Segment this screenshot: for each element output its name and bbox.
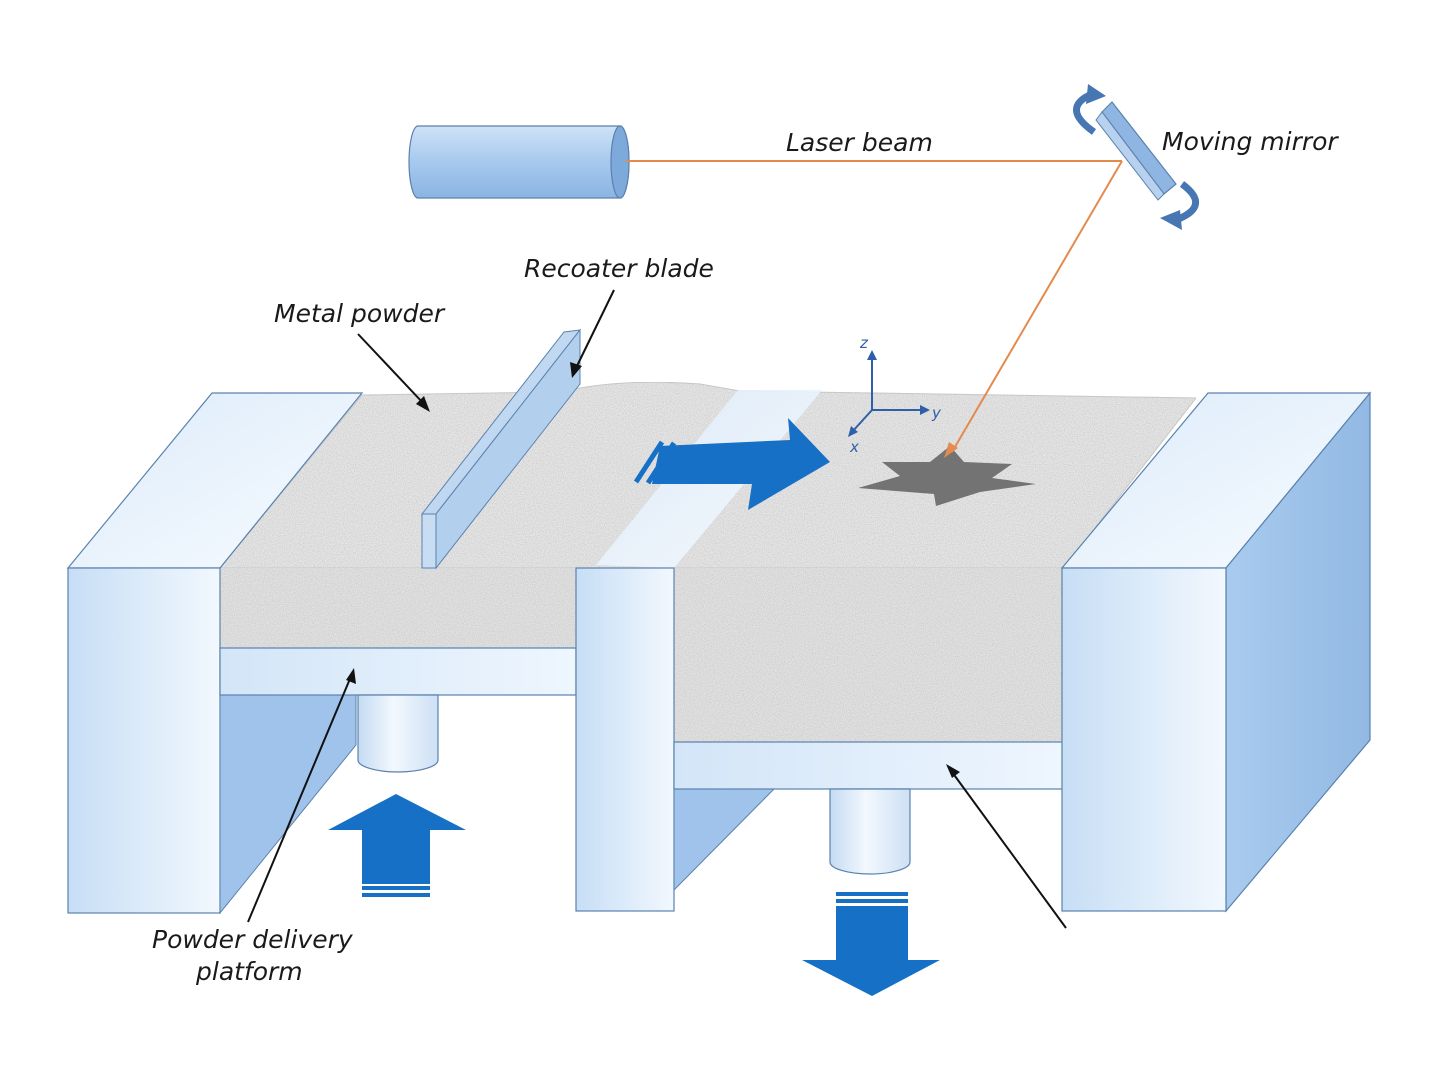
middle-wall (575, 567, 675, 912)
arrow-up-icon (328, 794, 466, 897)
right-wall-front (1061, 567, 1227, 912)
recoater-blade-face (421, 513, 437, 569)
delivery-platform (219, 647, 577, 696)
build-chamber-inner (673, 787, 777, 892)
laser-beam-label: Laser beam (786, 128, 933, 157)
delivery-piston (357, 694, 439, 773)
build-powder-front (674, 568, 1064, 742)
axis-y-label: y (931, 404, 942, 422)
middle-wall-front (575, 567, 675, 912)
laser-cylinder-icon (408, 125, 630, 199)
build-platform (673, 741, 1065, 790)
arrow-right-icon (633, 418, 830, 510)
moving-mirror-label: Moving mirror (1162, 127, 1339, 156)
left-wall-front (67, 567, 221, 914)
axis-x-label: x (849, 438, 859, 456)
leader-lines (247, 289, 1067, 929)
delivery-powder-front (220, 568, 576, 648)
metal-powder-label: Metal powder (274, 299, 446, 328)
laser-beam (626, 160, 1123, 458)
axis-z-label: z (859, 334, 869, 352)
star-part-icon (858, 446, 1036, 506)
mirror-icon (1073, 84, 1199, 230)
powder-delivery-label-line2: platform (195, 957, 303, 986)
right-wall (1060, 391, 1372, 913)
recoater-blade (420, 328, 582, 570)
left-wall (66, 392, 364, 914)
recoater-blade-side (435, 328, 581, 570)
coordinate-axes: z y x (848, 334, 942, 456)
build-piston (829, 788, 911, 875)
recoater-blade-label: Recoater blade (524, 254, 714, 283)
rotate-arrow-bottom (1174, 181, 1199, 224)
powder-delivery-label-line1: Powder delivery (152, 925, 354, 954)
delivery-chamber-inner (219, 694, 357, 915)
arrow-down-icon (802, 892, 940, 996)
